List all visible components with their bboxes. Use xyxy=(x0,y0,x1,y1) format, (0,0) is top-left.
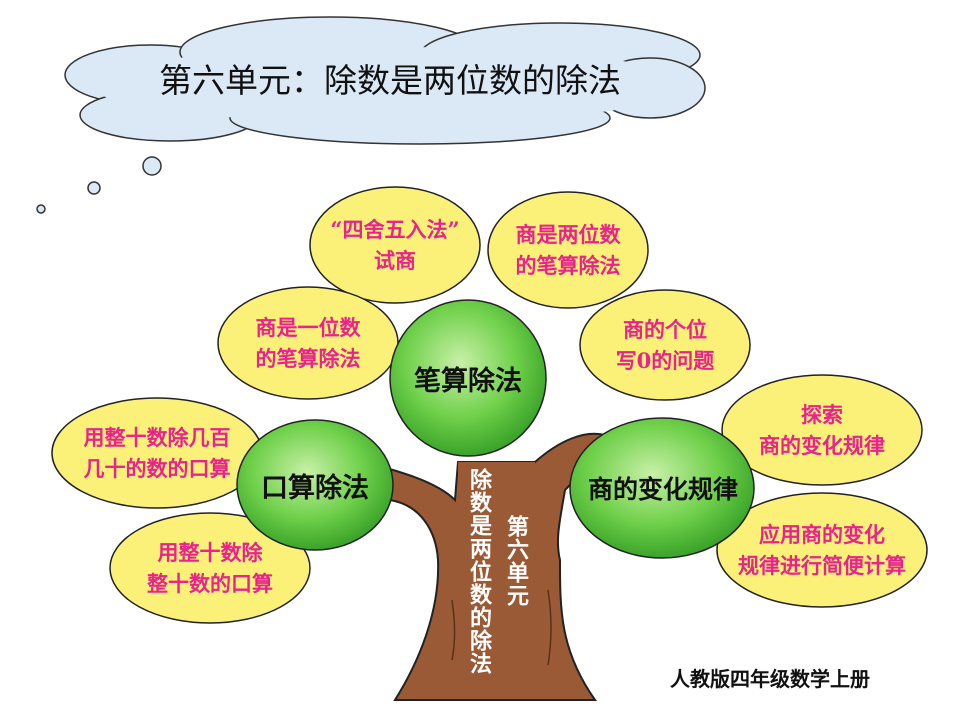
leaf-explore-pattern xyxy=(721,374,923,486)
leaf-tens-tens xyxy=(109,512,311,624)
leaf-tens-hundreds-label: 用整十数除几百 几十的数的口算 xyxy=(83,425,231,481)
cloud-bubble xyxy=(36,204,46,214)
node-quotient-pattern-label: 商的变化规律 xyxy=(587,475,738,504)
trunk-unit-label: 第六单元 xyxy=(503,515,529,607)
leaf-zero-in-ones-label: 商的个位 写0的问题 xyxy=(615,317,715,373)
title-cloud xyxy=(64,16,706,145)
leaf-tens-tens-label: 用整十数除 整十数的口算 xyxy=(147,540,273,596)
leaf-zero-in-ones xyxy=(579,289,751,401)
node-quotient-pattern xyxy=(569,417,755,559)
cloud-bubble xyxy=(142,156,162,176)
cloud-bubble xyxy=(87,181,101,195)
leaf-explore-pattern-label: 探索 商的变化规律 xyxy=(759,402,885,458)
trunk-topic-label: 除数是两位数的除法 xyxy=(466,468,492,675)
page-title: 第六单元：除数是两位数的除法 xyxy=(159,61,621,100)
node-written-division xyxy=(389,299,547,457)
trunk-grain xyxy=(547,589,552,666)
leaf-one-digit-quotient-label: 商是一位数 的笔算除法 xyxy=(255,315,361,371)
leaf-apply-pattern-label: 应用商的变化 规律进行简便计算 xyxy=(738,522,906,578)
trunk-grain xyxy=(451,599,456,661)
leaf-apply-pattern xyxy=(716,492,928,608)
leaf-two-digit-quotient-label: 商是两位数 的笔算除法 xyxy=(515,222,621,278)
node-oral-division-label: 口算除法 xyxy=(261,472,369,504)
leaf-rounding-trial xyxy=(309,186,481,304)
trunk-panel xyxy=(458,462,535,692)
node-written-division-label: 笔算除法 xyxy=(414,365,522,397)
textbook-caption: 人教版四年级数学上册 xyxy=(670,666,870,691)
leaf-rounding-trial-label: “四舍五入法” 试商 xyxy=(330,217,460,273)
leaf-two-digit-quotient xyxy=(487,191,649,309)
node-oral-division xyxy=(236,419,394,551)
